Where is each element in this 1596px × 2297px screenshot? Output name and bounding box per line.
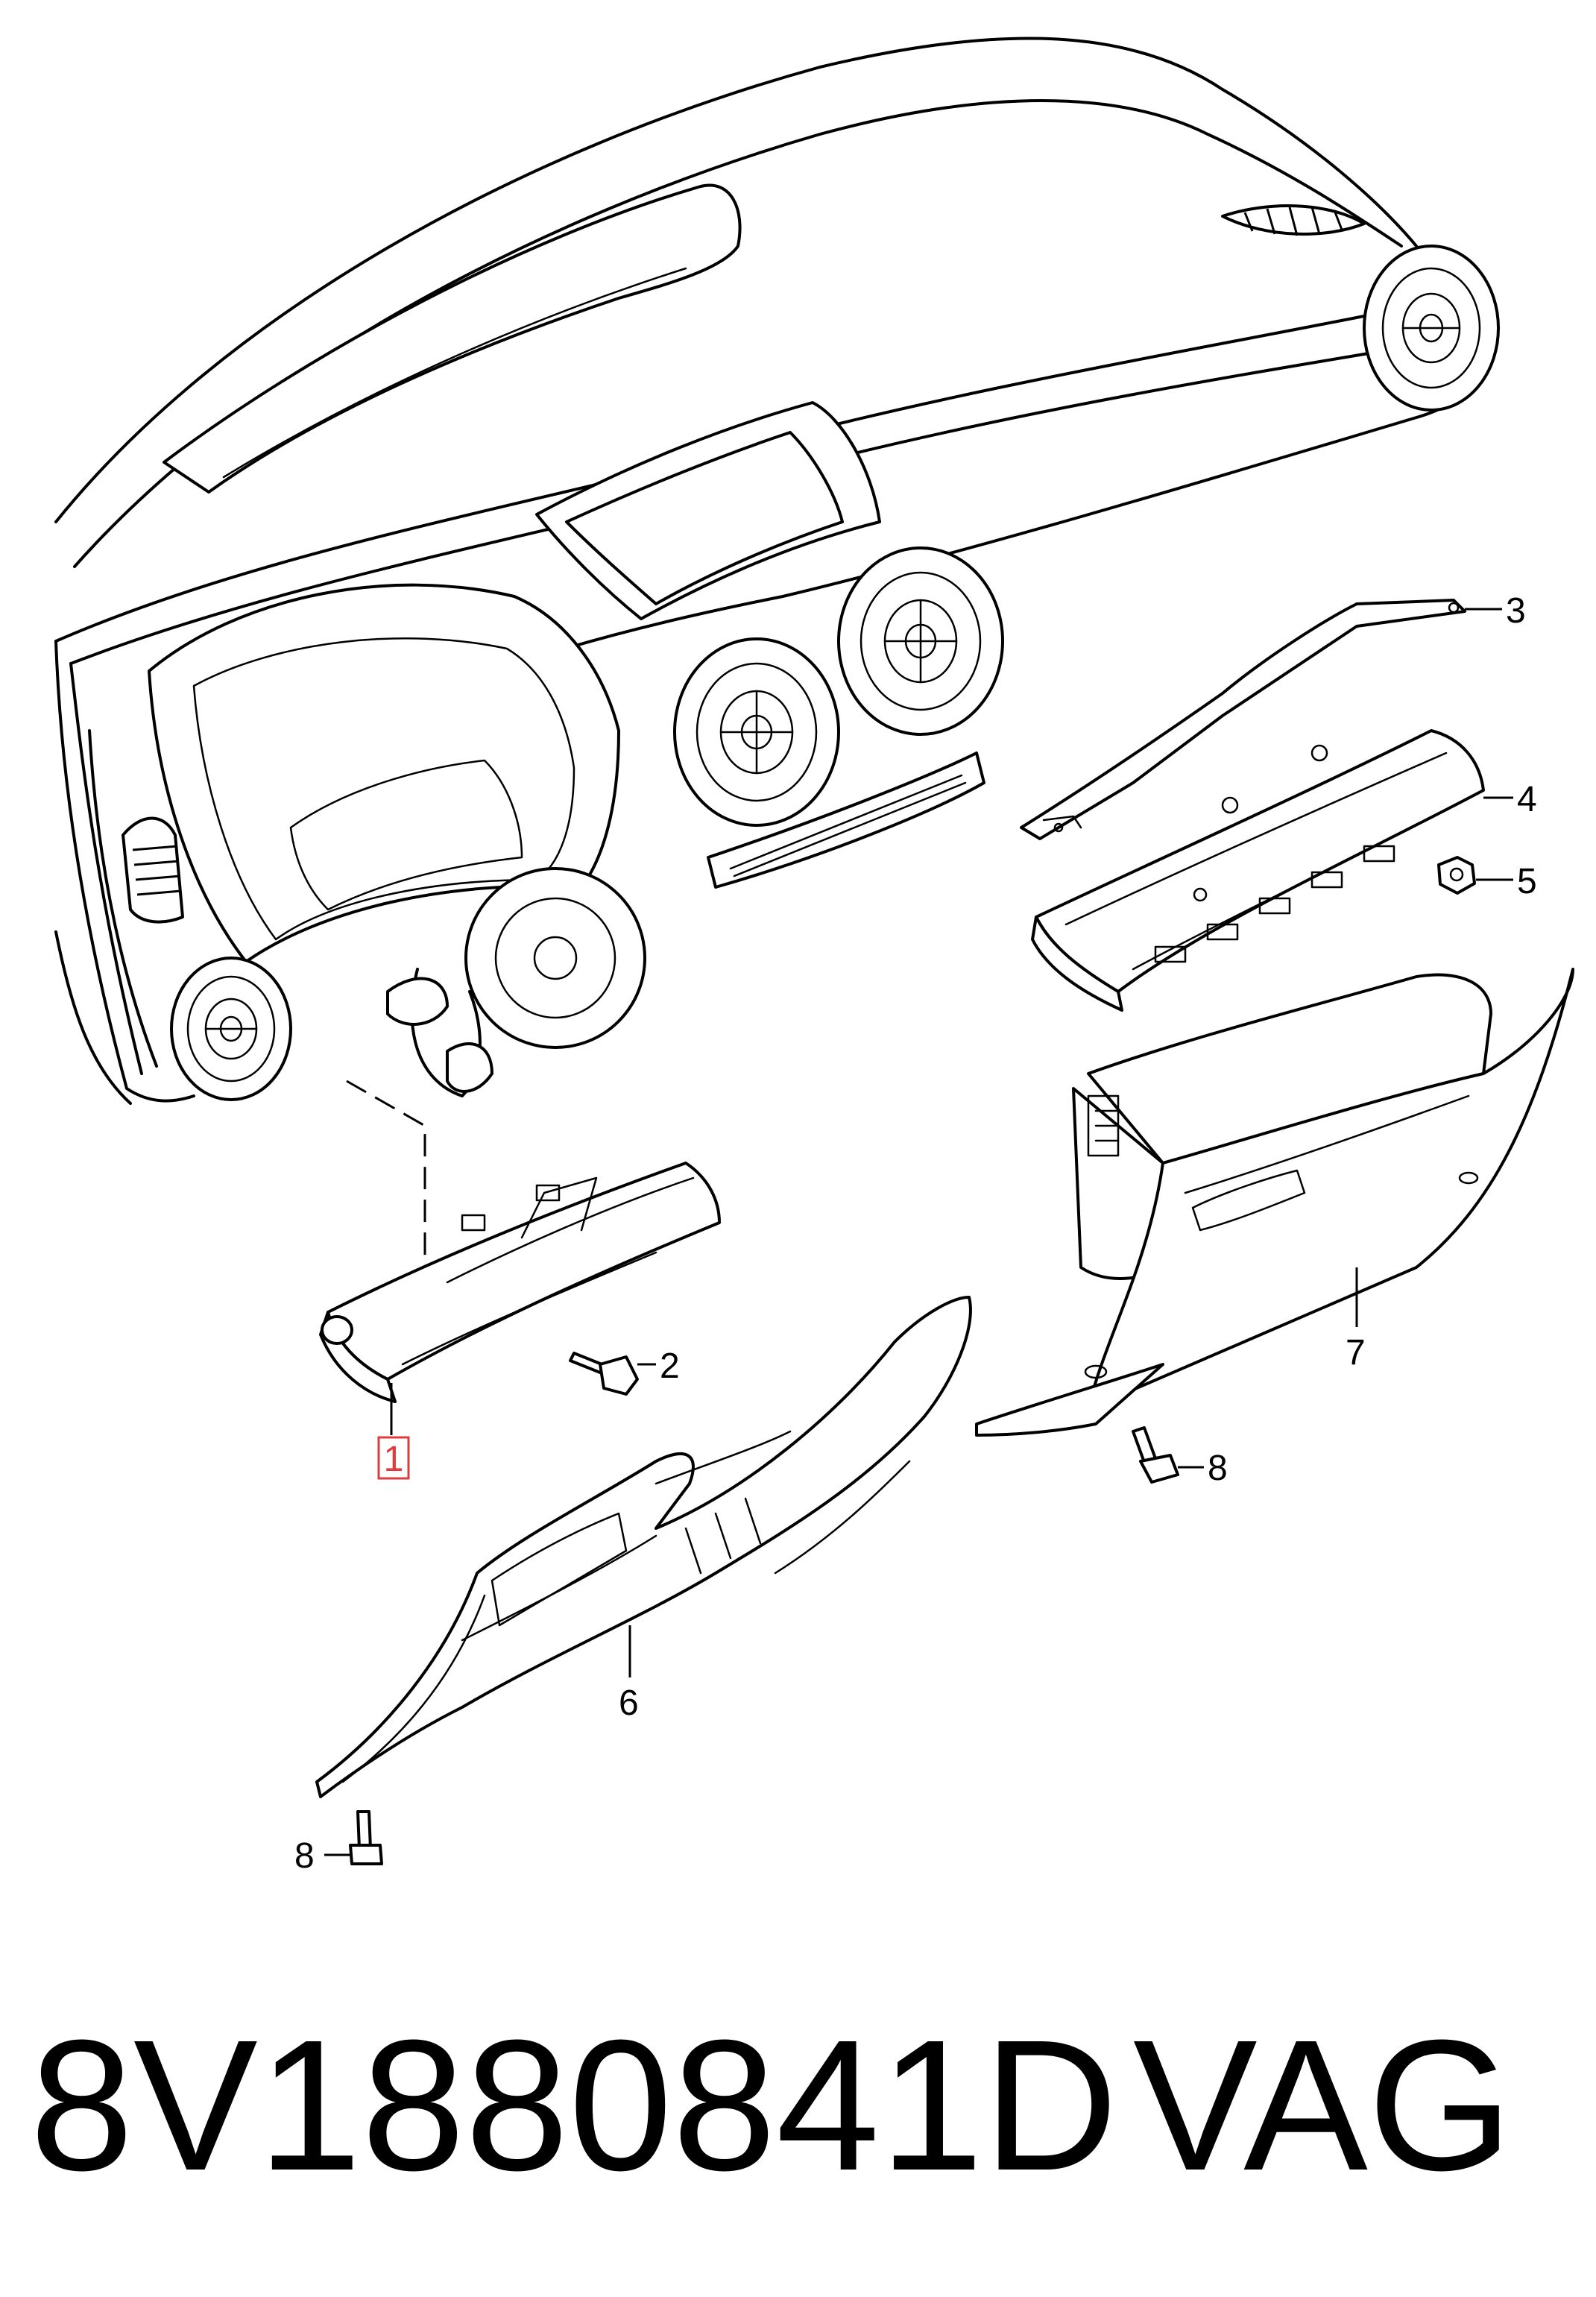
instrument-cluster-hood — [148, 583, 620, 963]
defrost-vent — [163, 183, 742, 494]
callout-labels: 1 2 3 4 5 6 7 8 8 — [294, 591, 1537, 1876]
defrost-vent-slot — [222, 267, 687, 479]
leader-lines — [324, 608, 1513, 1856]
center-vent-left — [673, 637, 840, 827]
center-display-screen — [565, 431, 844, 605]
brand-name: VAG — [1133, 2001, 1513, 2209]
dashboard — [54, 37, 1500, 1105]
trim-panel-part-6 — [315, 1296, 972, 1798]
callout-1: 1 — [384, 1440, 404, 1479]
callout-1-highlight-box — [377, 1436, 410, 1480]
dashboard-left-end — [54, 640, 195, 1103]
steering-wheel-hub — [386, 867, 646, 1097]
instrument-cluster-face — [192, 637, 575, 941]
part-number: 8V1880841D — [30, 2001, 1118, 2209]
instrument-cluster-screen — [289, 759, 523, 911]
center-console-slot — [707, 752, 985, 889]
callout-8-upper: 8 — [1208, 1449, 1228, 1488]
dashboard-top-edge — [54, 37, 1418, 523]
dashboard-lower-left-edge — [54, 930, 132, 1105]
callout-7: 7 — [1346, 1333, 1366, 1373]
callout-2: 2 — [660, 1346, 680, 1386]
callout-5: 5 — [1517, 862, 1537, 901]
left-side-grille — [122, 816, 184, 924]
callout-4: 4 — [1517, 780, 1537, 819]
bolt-part-8-lower — [349, 1810, 383, 1865]
dashboard-left-panel — [88, 729, 158, 1068]
side-vent-left — [170, 957, 292, 1101]
dashboard-left-end-2 — [69, 662, 143, 1075]
knee-airbag-part-1 — [319, 1162, 721, 1403]
screw-part-2 — [569, 1352, 656, 1396]
passenger-airbag-part-4 — [1031, 729, 1485, 1012]
nut-part-5 — [1437, 856, 1476, 895]
footer: 8V1880841D VAG — [30, 2001, 1513, 2209]
right-defrost-grille — [1221, 204, 1366, 236]
bracket-part-3 — [1020, 599, 1466, 840]
callout-8-lower: 8 — [294, 1836, 315, 1876]
callout-3: 3 — [1506, 591, 1526, 631]
callout-6: 6 — [619, 1683, 639, 1723]
bolt-part-8-upper — [1132, 1426, 1179, 1484]
side-vent-right — [1363, 245, 1500, 412]
center-vent-right — [837, 546, 1004, 736]
glove-box-part-7 — [975, 968, 1574, 1437]
